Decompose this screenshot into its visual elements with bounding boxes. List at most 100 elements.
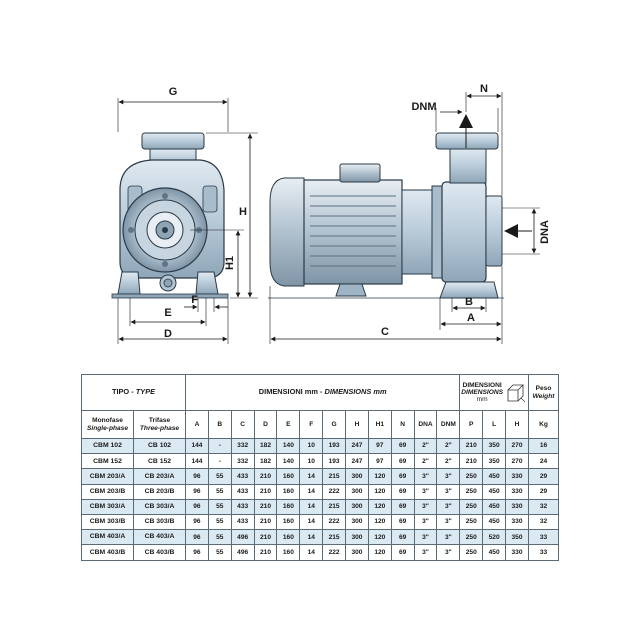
table-cell: 2" bbox=[436, 437, 461, 455]
table-cell: 160 bbox=[276, 529, 301, 546]
table-cell: 3" bbox=[413, 498, 438, 515]
dim-label-c: C bbox=[381, 326, 389, 338]
table-cell: 29 bbox=[528, 468, 559, 485]
table-cell: 120 bbox=[367, 483, 392, 500]
table-cell: 69 bbox=[390, 453, 415, 470]
table-cell: 14 bbox=[299, 544, 324, 561]
box-icon bbox=[507, 384, 526, 402]
pump-dimension-drawing: G H H1 F E D bbox=[111, 83, 551, 344]
table-cell: 330 bbox=[505, 513, 529, 531]
table-cell: 3" bbox=[413, 513, 438, 531]
col-h1: H1 bbox=[367, 410, 392, 439]
table-cell: 2" bbox=[413, 437, 438, 455]
table-cell: 140 bbox=[276, 437, 301, 455]
table-cell: 210 bbox=[253, 468, 278, 485]
table-cell: 182 bbox=[253, 437, 278, 455]
table-cell: 330 bbox=[505, 468, 529, 485]
dim-label-e: E bbox=[164, 307, 171, 319]
table-cell: 120 bbox=[367, 468, 392, 485]
table-cell: 55 bbox=[207, 483, 232, 500]
table-cell: 210 bbox=[253, 513, 278, 531]
table-cell: 250 bbox=[459, 529, 484, 546]
table-cell: 433 bbox=[230, 483, 255, 500]
table-cell: 96 bbox=[185, 468, 209, 485]
model-single-phase: CBM 203/B bbox=[81, 483, 134, 500]
table-cell: 69 bbox=[390, 513, 415, 531]
table-cell: 14 bbox=[299, 529, 324, 546]
table-cell: 300 bbox=[345, 513, 369, 531]
table-cell: 250 bbox=[459, 513, 484, 531]
table-cell: 210 bbox=[253, 544, 278, 561]
table-cell: 14 bbox=[299, 468, 324, 485]
table-cell: 450 bbox=[482, 544, 507, 561]
table-cell: 33 bbox=[528, 529, 559, 546]
col-g: G bbox=[322, 410, 347, 439]
col-dnm: DNM bbox=[436, 410, 461, 439]
table-cell: 55 bbox=[207, 544, 232, 561]
table-cell: 32 bbox=[528, 513, 559, 531]
table-cell: 55 bbox=[207, 529, 232, 546]
table-cell: 250 bbox=[459, 544, 484, 561]
table-cell: 2" bbox=[413, 453, 438, 470]
table-cell: 160 bbox=[276, 513, 301, 531]
col-e: E bbox=[276, 410, 301, 439]
dim-label-b: B bbox=[465, 296, 473, 308]
table-cell: 69 bbox=[390, 483, 415, 500]
table-cell: 69 bbox=[390, 437, 415, 455]
table-cell: 160 bbox=[276, 468, 301, 485]
table-cell: 3" bbox=[413, 483, 438, 500]
table-cell: 350 bbox=[482, 437, 507, 455]
dim-label-g: G bbox=[169, 86, 178, 98]
header-box-dimensions: DIMENSIONI DIMENSIONS mm bbox=[459, 374, 529, 411]
table-cell: 120 bbox=[367, 513, 392, 531]
dimensions-table: TIPO - TYPE DIMENSIONI mm - DIMENSIONS m… bbox=[80, 374, 559, 561]
table-cell: 33 bbox=[528, 544, 559, 561]
model-single-phase: CBM 203/A bbox=[81, 468, 134, 485]
model-three-phase: CB 303/A bbox=[132, 498, 187, 515]
table-cell: 210 bbox=[253, 529, 278, 546]
table-cell: - bbox=[207, 437, 232, 455]
table-cell: 300 bbox=[345, 483, 369, 500]
table-cell: 300 bbox=[345, 529, 369, 546]
table-cell: 16 bbox=[528, 437, 559, 455]
model-single-phase: CBM 152 bbox=[81, 453, 134, 470]
table-cell: 450 bbox=[482, 483, 507, 500]
table-cell: 97 bbox=[367, 437, 392, 455]
table-cell: 210 bbox=[459, 453, 484, 470]
table-cell: 120 bbox=[367, 544, 392, 561]
model-three-phase: CB 403/B bbox=[132, 544, 187, 561]
table-cell: 3" bbox=[436, 483, 461, 500]
table-cell: 193 bbox=[322, 437, 347, 455]
table-cell: 55 bbox=[207, 513, 232, 531]
table-cell: 332 bbox=[230, 437, 255, 455]
dim-label-h: H bbox=[239, 206, 247, 218]
table-cell: 222 bbox=[322, 544, 347, 561]
table-cell: 14 bbox=[299, 498, 324, 515]
table-cell: 330 bbox=[505, 544, 529, 561]
table-cell: 3" bbox=[436, 544, 461, 561]
dim-label-dnm: DNM bbox=[411, 101, 436, 113]
table-cell: 140 bbox=[276, 453, 301, 470]
table-cell: 247 bbox=[345, 437, 369, 455]
dim-label-dna: DNA bbox=[539, 220, 551, 244]
col-n: N bbox=[390, 410, 415, 439]
table-cell: 450 bbox=[482, 468, 507, 485]
table-cell: 210 bbox=[253, 483, 278, 500]
dim-label-d: D bbox=[164, 328, 172, 340]
table-cell: 2" bbox=[436, 453, 461, 470]
table-cell: 3" bbox=[413, 544, 438, 561]
table-cell: 69 bbox=[390, 468, 415, 485]
table-cell: 215 bbox=[322, 529, 347, 546]
table-cell: 450 bbox=[482, 513, 507, 531]
model-single-phase: CBM 102 bbox=[81, 437, 134, 455]
table-cell: 210 bbox=[253, 498, 278, 515]
table-cell: 96 bbox=[185, 529, 209, 546]
model-three-phase: CB 403/A bbox=[132, 529, 187, 546]
table-cell: 215 bbox=[322, 498, 347, 515]
table-cell: 3" bbox=[413, 468, 438, 485]
